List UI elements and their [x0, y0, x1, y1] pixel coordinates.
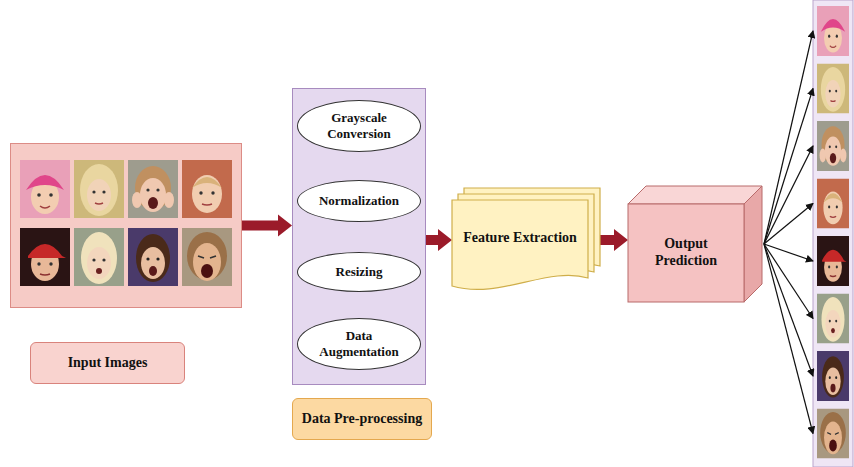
flow-arrow: [426, 229, 452, 251]
face-photo: [817, 294, 849, 344]
cube-front: [628, 204, 744, 302]
fan-arrow: [764, 146, 813, 244]
document-sheet: [452, 200, 588, 289]
face-photo: [817, 409, 849, 459]
input-faces: [20, 160, 232, 286]
arrow-body: [426, 229, 452, 251]
process-oval: Data Augmentation: [297, 318, 421, 370]
process-oval: Resizing: [297, 252, 421, 292]
arrow-body: [600, 229, 628, 251]
document-stack: Feature Extraction: [452, 188, 600, 292]
step-label: Data Augmentation: [310, 328, 409, 359]
input-panel-fill: [10, 143, 242, 308]
face-photo: [74, 228, 124, 286]
face-photo: [182, 160, 232, 218]
fan-arrow: [764, 89, 813, 245]
face-photo: [817, 6, 849, 56]
step-label: Feature Extraction: [463, 230, 577, 247]
fan-arrow: [764, 31, 813, 244]
step-label: Grayscale Conversion: [310, 110, 409, 141]
fan-arrows: [764, 31, 813, 434]
face-photo: [128, 228, 178, 286]
process-oval: Normalization: [297, 180, 421, 222]
fan-arrow: [764, 244, 813, 261]
face-photo: [20, 160, 70, 218]
face-photo: [74, 160, 124, 218]
face-photo: [817, 351, 849, 401]
input-panel: Input Images: [10, 143, 242, 308]
process-oval: Grayscale Conversion: [297, 100, 421, 152]
arrow-body: [242, 215, 292, 237]
face-photo: [817, 236, 849, 286]
panel-label: Data Pre-processing: [292, 398, 432, 440]
preprocessing-panel: Data Pre-processingGrayscale ConversionN…: [292, 88, 426, 385]
fan-arrow: [764, 244, 813, 319]
fan-arrow: [764, 244, 813, 376]
output-faces: [817, 6, 849, 459]
step-label: Resizing: [336, 264, 383, 280]
face-photo: [817, 64, 849, 114]
panel-label: Input Images: [30, 342, 185, 384]
face-photo: [20, 228, 70, 286]
face-photo: [182, 228, 232, 286]
flow-arrow: [242, 215, 292, 237]
fan-arrow: [764, 204, 813, 245]
flow-arrow: [600, 229, 628, 251]
face-photo: [128, 160, 178, 218]
output-strip: [813, 0, 853, 467]
process-cube: Output Prediction: [628, 186, 762, 302]
step-label: Output Prediction: [634, 236, 738, 270]
face-photo: [817, 121, 849, 171]
step-label: Normalization: [319, 193, 399, 209]
cube-top: [628, 186, 762, 204]
cube-side: [744, 186, 762, 302]
face-photo: [817, 179, 849, 229]
fan-arrow: [764, 244, 813, 434]
